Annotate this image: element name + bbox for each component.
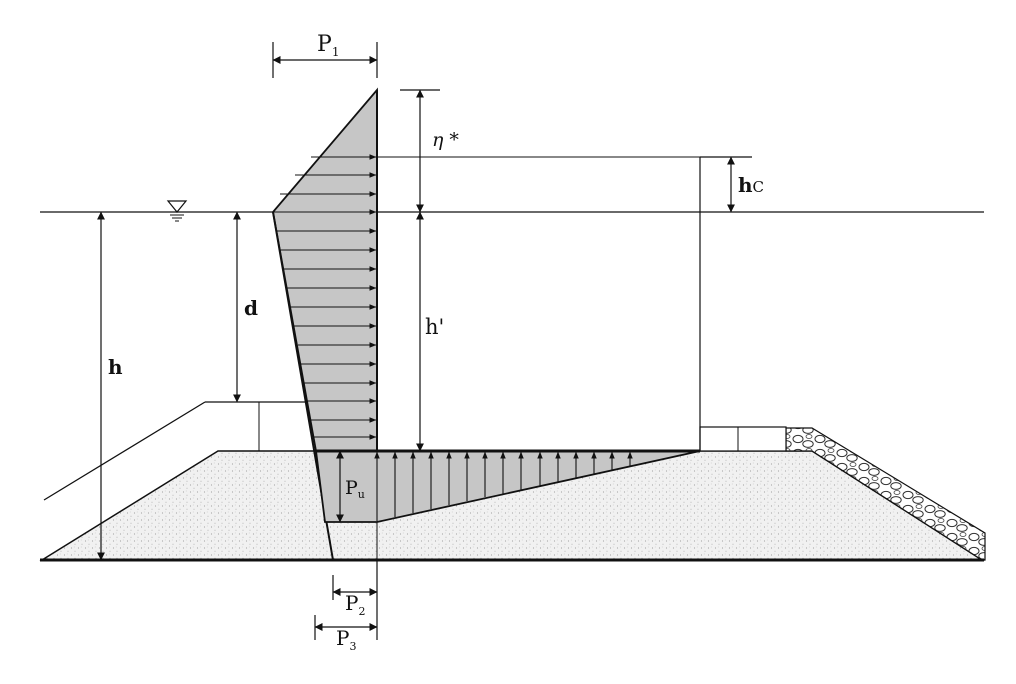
p3-dimension: [314, 615, 378, 640]
uplift-pressure-arrows: [374, 451, 633, 521]
harbor-foot-block: [699, 426, 787, 452]
seaward-slope: [43, 401, 206, 501]
eta-dimension: [400, 89, 440, 213]
pu-label: Pu: [345, 477, 365, 501]
eta-label: η *: [432, 129, 459, 151]
d-label: d: [244, 296, 258, 320]
p2-label: P2: [345, 591, 365, 618]
p1-dimension: [272, 42, 378, 78]
water-level-symbol: [166, 200, 188, 222]
p1-label: P1: [317, 32, 339, 59]
hc-label: hC: [738, 173, 764, 197]
horizontal-pressure-arrows: [274, 154, 377, 440]
h-prime-label: h': [425, 315, 444, 339]
horizontal-pressure-diagram: [272, 87, 378, 452]
h-label: h: [108, 355, 123, 379]
hc-dimension: [700, 156, 752, 213]
p3-label: P3: [336, 626, 356, 653]
